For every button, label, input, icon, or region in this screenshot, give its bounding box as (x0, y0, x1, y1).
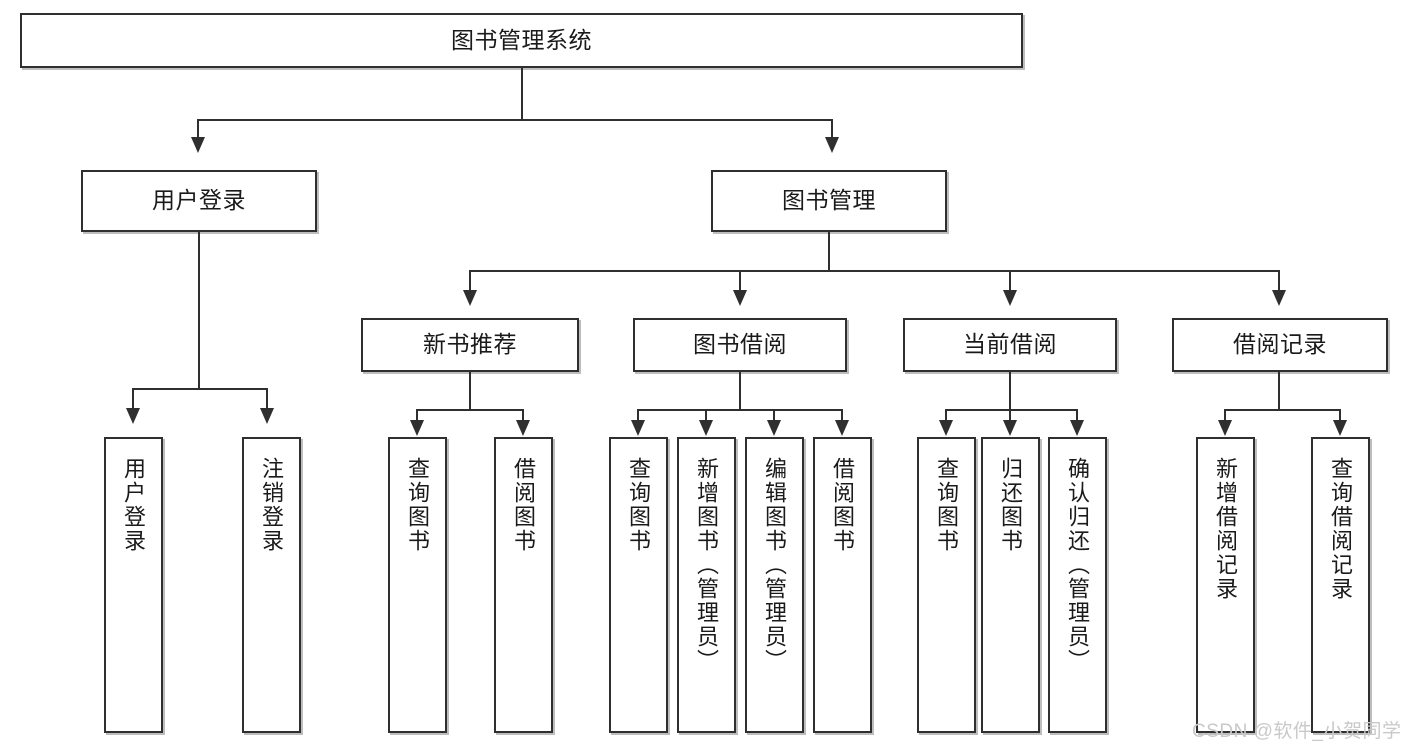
connector-nb-leaf2 (522, 409, 524, 423)
connector-nb-leaf1 (416, 409, 418, 423)
arrowhead-user-login (191, 137, 205, 153)
leaf-borrow-book-bb[interactable]: 借阅图书 (813, 437, 872, 733)
node-label: 借阅记录 (1233, 331, 1327, 358)
connector-current-borrow-bus (945, 409, 1078, 411)
connector-cb-leaf1 (945, 409, 947, 423)
connector-to-current-borrow (1009, 270, 1011, 292)
leaf-query-book-nb[interactable]: 查询图书 (388, 437, 447, 733)
node-label: 编辑图书（管理员） (762, 457, 788, 673)
arrowhead-current-borrow (1003, 290, 1017, 306)
node-label: 归还图书 (998, 457, 1024, 553)
leaf-query-book-bb[interactable]: 查询图书 (609, 437, 668, 733)
node-user-login[interactable]: 用户登录 (81, 170, 317, 232)
node-book-management[interactable]: 图书管理 (711, 170, 947, 232)
connector-bb-leaf4 (841, 409, 843, 423)
connector-br-leaf2 (1339, 409, 1341, 423)
connector-root-to-user-login (197, 119, 199, 139)
connector-new-book-bus (416, 409, 524, 411)
arrowhead-bb-leaf3 (767, 420, 781, 436)
node-label: 查询图书 (405, 457, 431, 553)
connector-book-borrow-stem (739, 372, 741, 410)
connector-root-stem (521, 68, 523, 120)
leaf-borrow-book-nb[interactable]: 借阅图书 (494, 437, 553, 733)
node-label: 借阅图书 (830, 457, 856, 553)
arrowhead-cb-leaf3 (1070, 420, 1084, 436)
connector-to-leaf-user-login (132, 388, 134, 410)
leaf-logout[interactable]: 注销登录 (242, 437, 301, 733)
connector-bb-leaf2 (705, 409, 707, 423)
connector-to-borrow-record (1278, 270, 1280, 292)
node-label: 借阅图书 (511, 457, 537, 553)
arrowhead-book-borrow (733, 290, 747, 306)
node-label: 确认归还（管理员） (1065, 457, 1091, 673)
arrowhead-bb-leaf4 (835, 420, 849, 436)
arrowhead-leaf-user-login (126, 408, 140, 424)
connector-to-book-borrow (739, 270, 741, 292)
arrowhead-cb-leaf2 (1003, 420, 1017, 436)
leaf-query-book-cb[interactable]: 查询图书 (917, 437, 976, 733)
connector-user-login-stem (198, 232, 200, 389)
arrowhead-cb-leaf1 (939, 420, 953, 436)
leaf-add-borrow-record[interactable]: 新增借阅记录 (1196, 437, 1255, 733)
connector-cb-leaf3 (1076, 409, 1078, 423)
node-new-book-recommend[interactable]: 新书推荐 (361, 318, 579, 372)
connector-new-book-stem (469, 372, 471, 410)
arrowhead-br-leaf2 (1333, 420, 1347, 436)
connector-bb-leaf3 (773, 409, 775, 423)
node-label: 新增图书（管理员） (694, 457, 720, 673)
node-label: 当前借阅 (963, 331, 1057, 358)
node-label: 注销登录 (259, 457, 285, 553)
connector-borrow-record-stem (1278, 372, 1280, 410)
connector-borrow-record-bus (1224, 409, 1341, 411)
node-root-system[interactable]: 图书管理系统 (20, 13, 1023, 68)
leaf-query-borrow-record[interactable]: 查询借阅记录 (1311, 437, 1370, 733)
node-label: 图书管理系统 (451, 26, 592, 53)
node-book-borrow[interactable]: 图书借阅 (633, 318, 847, 372)
arrowhead-leaf-logout (260, 408, 274, 424)
leaf-confirm-return-admin[interactable]: 确认归还（管理员） (1048, 437, 1107, 733)
leaf-user-login[interactable]: 用户登录 (104, 437, 163, 733)
node-label: 查询借阅记录 (1328, 457, 1354, 601)
connector-br-leaf1 (1224, 409, 1226, 423)
connector-book-manage-stem (828, 232, 830, 271)
leaf-add-book-admin[interactable]: 新增图书（管理员） (677, 437, 736, 733)
connector-current-borrow-stem (1009, 372, 1011, 410)
node-label: 新增借阅记录 (1213, 457, 1239, 601)
connector-to-new-book (469, 270, 471, 292)
connector-bb-leaf1 (637, 409, 639, 423)
node-borrow-record[interactable]: 借阅记录 (1172, 318, 1388, 372)
connector-book-manage-bus (469, 270, 1279, 272)
node-label: 图书管理 (782, 187, 876, 214)
connector-cb-leaf2 (1009, 409, 1011, 423)
node-label: 用户登录 (152, 187, 246, 214)
arrowhead-borrow-record (1272, 290, 1286, 306)
node-label: 查询图书 (934, 457, 960, 553)
node-label: 查询图书 (626, 457, 652, 553)
leaf-edit-book-admin[interactable]: 编辑图书（管理员） (745, 437, 804, 733)
connector-to-leaf-logout (266, 388, 268, 410)
node-label: 新书推荐 (423, 331, 517, 358)
connector-root-to-book-manage (831, 119, 833, 139)
node-label: 图书借阅 (693, 331, 787, 358)
leaf-return-book[interactable]: 归还图书 (981, 437, 1040, 733)
arrowhead-br-leaf1 (1218, 420, 1232, 436)
arrowhead-bb-leaf2 (699, 420, 713, 436)
connector-book-borrow-bus (637, 409, 843, 411)
arrowhead-book-manage (825, 137, 839, 153)
arrowhead-nb-leaf2 (516, 420, 530, 436)
connector-root-bus (197, 119, 833, 121)
node-current-borrow[interactable]: 当前借阅 (903, 318, 1117, 372)
arrowhead-new-book (463, 290, 477, 306)
connector-user-login-bus (132, 388, 266, 390)
arrowhead-nb-leaf1 (410, 420, 424, 436)
node-label: 用户登录 (121, 457, 147, 553)
arrowhead-bb-leaf1 (631, 420, 645, 436)
